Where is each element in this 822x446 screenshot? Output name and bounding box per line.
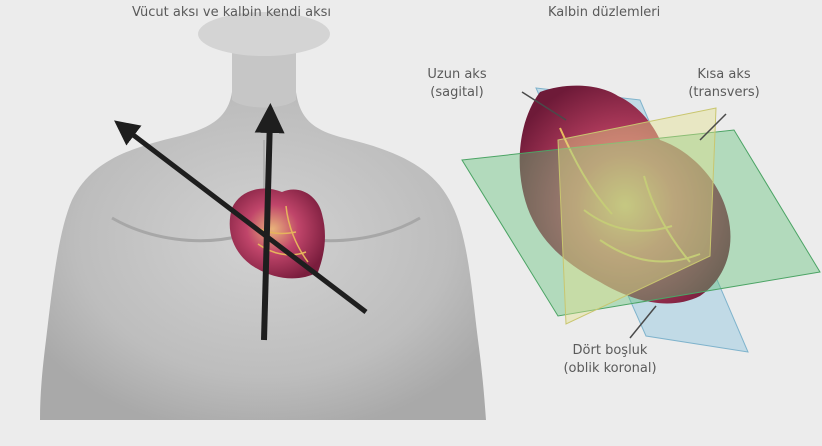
heart-planes-figure — [462, 86, 820, 352]
four-chamber-label: Dört boşluk (oblik koronal) — [530, 342, 690, 378]
long-axis-label: Uzun aks (sagital) — [412, 66, 502, 102]
long-axis-detail: (sagital) — [412, 84, 502, 102]
long-axis-name: Uzun aks — [412, 66, 502, 84]
left-heading: Vücut aksı ve kalbin kendi aksı — [132, 4, 331, 22]
short-axis-name: Kısa aks — [664, 66, 784, 84]
short-axis-detail: (transvers) — [664, 84, 784, 102]
four-chamber-name: Dört boşluk — [530, 342, 690, 360]
right-heading: Kalbin düzlemleri — [548, 4, 660, 22]
four-chamber-detail: (oblik koronal) — [530, 360, 690, 378]
short-axis-label: Kısa aks (transvers) — [664, 66, 784, 102]
